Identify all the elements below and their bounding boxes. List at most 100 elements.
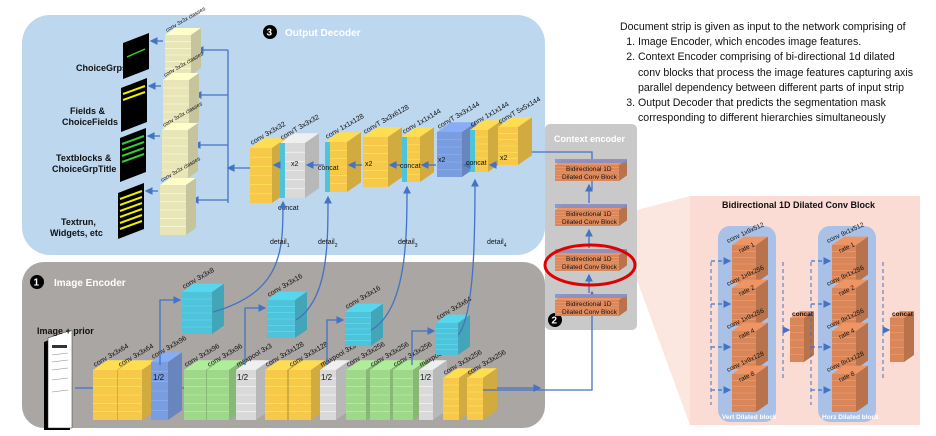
description-text: Document strip is given as input to the …	[620, 20, 920, 126]
block-label-2: Dilated Conv Block	[562, 174, 618, 181]
detail-label: detail3	[398, 239, 418, 249]
description-item-1: Image Encoder, which encodes image featu…	[638, 35, 920, 50]
x2-label: x2	[365, 161, 373, 168]
downsample-label: 1/2	[153, 373, 165, 382]
detail-connection	[457, 178, 479, 336]
output-label-choicegrptitle: ChoiceGrpTitle	[52, 164, 116, 174]
horz-block-label: Horz Dilated block	[822, 414, 879, 421]
mask-stroke	[121, 135, 145, 145]
mask-stroke	[119, 190, 143, 200]
encoder-layer: conv 3x3x96	[151, 335, 188, 420]
mask-stroke	[121, 141, 145, 151]
image-encoder-title: Image Encoder	[54, 278, 126, 289]
output-label-textblocks: Textblocks &	[56, 153, 112, 163]
input-document-image	[44, 329, 73, 430]
detail-connection	[370, 185, 411, 331]
description-item-3: Output Decoder that predicts the segment…	[638, 96, 920, 126]
step-1-number: 1	[34, 278, 40, 289]
mask-stroke	[119, 214, 143, 224]
skip-arrow	[244, 304, 267, 365]
mask-stroke	[119, 202, 143, 212]
concat-label: concat	[318, 165, 339, 172]
mask-stroke	[122, 91, 146, 101]
detail-subscript: 4	[504, 243, 507, 249]
mask-stroke	[119, 220, 143, 230]
block-label-1: Bidirectional 1D	[566, 211, 612, 218]
block-label-1: Bidirectional 1D	[566, 301, 612, 308]
dilated-block-title: Bidirectional 1D Dilated Conv Block	[722, 200, 876, 210]
step-2-number: 2	[552, 316, 558, 327]
context-encoder-title: Context encoder	[554, 134, 626, 144]
concat-label: concat	[400, 163, 421, 170]
vert-dilated-layer	[732, 365, 768, 412]
x2-label: x2	[500, 155, 508, 162]
output-decoder-title: Output Decoder	[285, 28, 361, 39]
x2-label: x2	[438, 157, 446, 164]
concat-label: concat	[466, 160, 487, 167]
block-label-1: Bidirectional 1D	[566, 256, 612, 263]
bidirectional-block	[555, 294, 627, 316]
detail-subscript: 1	[287, 243, 290, 249]
horz-dilated-layer	[832, 365, 868, 412]
vert-dilated-layer	[732, 322, 768, 369]
input-label: Image + prior	[37, 326, 94, 336]
detail-conv-layer: conv 3x3x16	[345, 285, 383, 346]
downsample-label: 1/2	[237, 373, 249, 382]
mask-stroke	[119, 196, 143, 206]
concat-strip	[280, 143, 285, 198]
downsample-label: 1/2	[321, 373, 333, 382]
vert-dilated-layer	[732, 279, 768, 326]
x2-label: x2	[291, 161, 299, 168]
horz-dilated-layer	[832, 279, 868, 326]
highlight-ellipse	[543, 243, 637, 287]
detail-connection	[295, 195, 332, 321]
output-mask-thumbnail	[123, 33, 149, 79]
mask-stroke	[122, 85, 146, 95]
output-label-widgets: Widgets, etc	[50, 228, 103, 238]
mask-stroke	[121, 153, 145, 163]
mask-stroke	[119, 208, 143, 218]
encoder-to-context-arrow	[483, 290, 596, 391]
description-intro: Document strip is given as input to the …	[620, 21, 906, 33]
output-label-choicefields: ChoiceFields	[62, 117, 118, 127]
vert-block-label: Vert Dilated block	[722, 414, 777, 421]
concat-label: concat	[278, 205, 299, 212]
description-item-2: Context Encoder comprising of bi-directi…	[638, 50, 920, 96]
skip-arrow	[159, 296, 182, 365]
bidirectional-block	[555, 159, 627, 181]
horz-dilated-layer	[832, 322, 868, 369]
concat-strip	[325, 142, 330, 192]
output-label-textrun: Textrun,	[61, 217, 96, 227]
detail-subscript: 2	[335, 243, 338, 249]
concat-label: concat	[792, 311, 814, 318]
detail-connection	[212, 200, 287, 313]
vert-dilated-layer	[732, 236, 768, 283]
skip-arrow	[411, 327, 436, 365]
bidirectional-block	[555, 204, 627, 226]
block-label-1: Bidirectional 1D	[566, 166, 612, 173]
step-3-badge	[263, 25, 277, 39]
detail-label: detail4	[487, 239, 507, 249]
output-decoder-panel	[22, 15, 545, 255]
detail-label: detail1	[270, 239, 290, 249]
vert-concat-block	[790, 311, 814, 362]
concat-label: concat	[892, 311, 914, 318]
detail-subscript: 3	[415, 243, 418, 249]
horz-concat-block	[890, 311, 914, 362]
mask-stroke	[126, 48, 146, 58]
block-label-2: Dilated Conv Block	[562, 309, 618, 316]
downsample-label: 1/2	[420, 373, 432, 382]
bidirectional-block	[555, 249, 627, 271]
step-1-badge	[30, 275, 44, 289]
block-label-2: Dilated Conv Block	[562, 264, 618, 271]
detail-label: detail2	[318, 239, 338, 249]
step-2-badge	[548, 313, 562, 327]
step-3-number: 3	[267, 28, 273, 39]
zoom-connector	[637, 196, 690, 425]
mask-stroke	[121, 147, 145, 157]
output-label-choicegrps: ChoiceGrps	[76, 63, 127, 73]
block-label-2: Dilated Conv Block	[562, 219, 618, 226]
concat-strip	[470, 130, 475, 172]
output-label-fields: Fields &	[70, 106, 106, 116]
